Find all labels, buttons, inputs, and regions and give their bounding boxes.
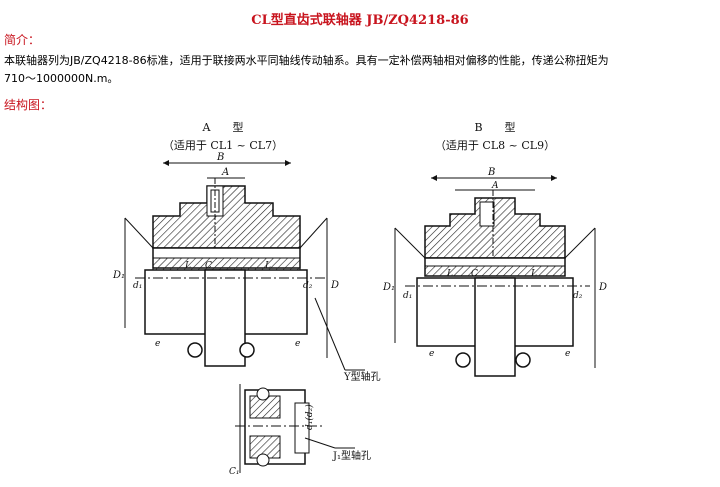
label-l-b1: L xyxy=(446,269,453,279)
label-c-b: C xyxy=(471,269,478,279)
intro-text-line1: 本联轴器列为JB/ZQ4218-86标准，适用于联接两水平同轴线传动轴系。具有一… xyxy=(4,54,609,67)
intro-heading: 简介： xyxy=(4,33,41,47)
intro-text: 本联轴器列为JB/ZQ4218-86标准，适用于联接两水平同轴线传动轴系。具有一… xyxy=(4,52,704,88)
coupling-drawing: A 型 （适用于 CL1 ~ CL7） B A L C L D₁ d₁ xyxy=(112,120,607,477)
dim-d1-cap-b: D₁ xyxy=(382,282,395,293)
dim-a-label-b: A xyxy=(491,181,499,191)
j1-detail-drawing: d₁(d₂) C₁ J₁型轴孔 xyxy=(229,384,371,477)
dim-d1d2-j1: d₁(d₂) xyxy=(304,404,315,430)
intro-text-line2: 710～1000000N.m。 xyxy=(4,72,119,85)
dim-d-b: D xyxy=(598,282,607,293)
dim-d2-a: d₂ xyxy=(303,281,313,291)
dim-d1-a: d₁ xyxy=(133,281,142,291)
page-title: CL型直齿式联轴器 JB/ZQ4218-86 xyxy=(251,13,469,28)
type-b-title: B 型 xyxy=(474,120,515,134)
dim-e-b2: e xyxy=(565,349,570,359)
type-b-range: （适用于 CL8 ~ CL9） xyxy=(435,139,555,152)
dim-d1-cap-a: D₁ xyxy=(112,270,125,281)
dim-d2-b: d₂ xyxy=(573,291,583,301)
callout-j1-shaft-hole: J₁型轴孔 xyxy=(332,449,371,462)
type-b-drawing: B 型 （适用于 CL8 ~ CL9） B A L C L D₁ d₁ D d₂… xyxy=(382,120,607,377)
type-a-range: （适用于 CL1 ~ CL7） xyxy=(163,139,283,152)
type-a-drawing: A 型 （适用于 CL1 ~ CL7） B A L C L D₁ d₁ xyxy=(112,120,381,383)
label-l-a1: L xyxy=(184,261,191,271)
dim-e-a2: e xyxy=(295,339,300,349)
dim-a-label: A xyxy=(221,167,229,178)
callout-y-shaft-hole: Y型轴孔 xyxy=(343,370,381,383)
dim-e-b1: e xyxy=(429,349,434,359)
type-a-title: A 型 xyxy=(202,120,244,134)
label-l-b2: L xyxy=(530,269,537,279)
label-c-a: C xyxy=(205,261,212,271)
label-l-a2: L xyxy=(264,261,271,271)
dim-c1: C₁ xyxy=(229,467,240,477)
dim-b-label-b: B xyxy=(487,167,495,178)
dim-e-a1: e xyxy=(155,339,160,349)
dim-b-label-a: B xyxy=(216,152,224,163)
structure-heading: 结构图： xyxy=(4,98,53,112)
dim-d1-b: d₁ xyxy=(403,291,412,301)
dim-d-a: D xyxy=(330,280,339,291)
